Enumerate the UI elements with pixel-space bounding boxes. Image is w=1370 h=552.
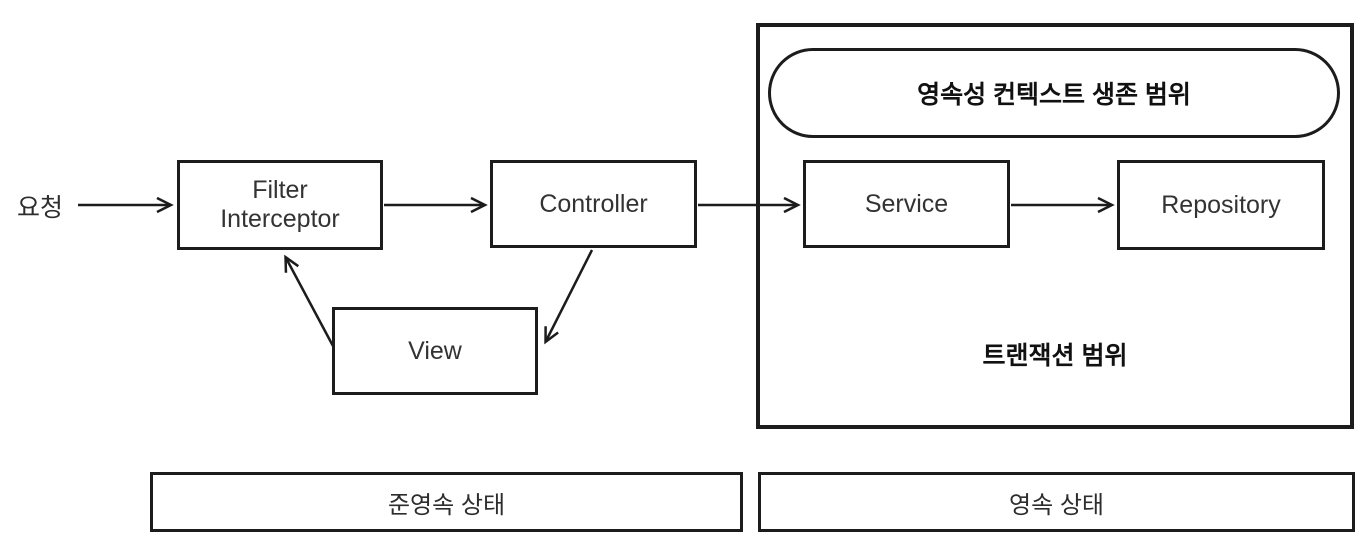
repository-label: Repository — [1161, 190, 1281, 219]
detached-state-bar: 준영속 상태 — [150, 472, 743, 532]
transaction-scope-label: 트랜잭션 범위 — [982, 342, 1128, 370]
filter-label-line2: Interceptor — [220, 205, 340, 233]
service-node: Service — [803, 160, 1010, 248]
view-label: View — [408, 336, 462, 365]
filter-interceptor-node: Filter Interceptor — [177, 160, 383, 250]
controller-node: Controller — [490, 160, 697, 248]
persistent-state-label: 영속 상태 — [1009, 491, 1104, 519]
service-label: Service — [864, 189, 949, 218]
filter-label-line1: Filter — [252, 176, 308, 205]
arrow-controller-to-view — [544, 249, 594, 345]
arrow-view-to-filter — [284, 254, 335, 347]
filter-interceptor-label: Filter Interceptor — [220, 176, 340, 234]
persistence-context-label: 영속성 컨텍스트 생존 범위 — [917, 81, 1191, 109]
detached-state-label: 준영속 상태 — [387, 491, 506, 519]
persistence-context-scope: 영속성 컨텍스트 생존 범위 — [768, 48, 1340, 138]
persistent-state-bar: 영속 상태 — [758, 472, 1355, 532]
controller-label: Controller — [539, 189, 648, 218]
view-node: View — [332, 307, 538, 395]
repository-node: Repository — [1117, 160, 1325, 250]
request-label: 요청 — [16, 194, 63, 222]
